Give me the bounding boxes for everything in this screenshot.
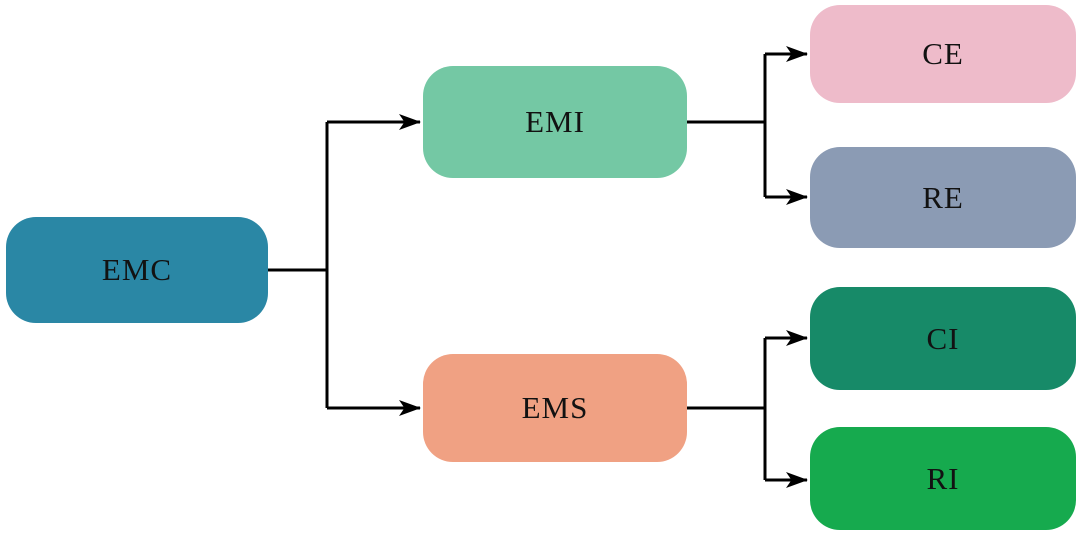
node-ce-label: CE (922, 36, 964, 71)
connector-emc-trunk (268, 122, 329, 408)
node-emi: EMI (423, 66, 687, 178)
node-ci: CI (810, 287, 1076, 390)
node-re-label: RE (922, 179, 964, 215)
node-ri-label: RI (926, 460, 960, 496)
node-ems-label: EMS (521, 390, 589, 425)
node-ci-label: CI (926, 320, 960, 356)
node-ri: RI (810, 427, 1076, 530)
node-re: RE (810, 147, 1076, 248)
node-ce: CE (810, 5, 1076, 103)
node-ems: EMS (423, 354, 687, 462)
node-emi-label: EMI (525, 104, 585, 139)
connector-emi-trunk (687, 54, 767, 197)
connector-ems-trunk (687, 338, 767, 480)
node-emc-label: EMC (101, 252, 173, 287)
node-emc: EMC (6, 217, 268, 323)
